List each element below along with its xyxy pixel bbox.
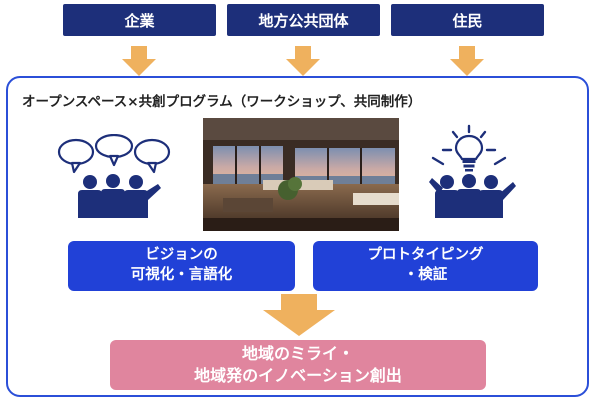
big-arrow-down-icon bbox=[263, 294, 335, 336]
arrow-down-icon bbox=[286, 46, 320, 76]
output-vision-line2: 可視化・言語化 bbox=[130, 267, 233, 283]
result-line2: 地域発のイノベーション創出 bbox=[194, 366, 402, 385]
result-line1: 地域のミライ・ bbox=[241, 344, 354, 364]
output-vision-line1: ビジョンの bbox=[145, 247, 218, 264]
stakeholder-local-government: 地方公共団体 bbox=[227, 4, 380, 36]
output-prototyping-box: プロトタイピング ・検証 bbox=[313, 241, 538, 291]
output-prototyping-line1: プロトタイピング bbox=[367, 247, 484, 264]
stakeholder-company: 企業 bbox=[63, 4, 216, 36]
open-space-photo bbox=[203, 118, 399, 231]
arrow-down-icon bbox=[450, 46, 484, 76]
people-with-speech-bubbles-icon bbox=[57, 134, 171, 218]
output-vision-box: ビジョンの 可視化・言語化 bbox=[68, 241, 295, 291]
output-prototyping-line2: ・検証 bbox=[403, 267, 448, 283]
result-box: 地域のミライ・ 地域発のイノベーション創出 bbox=[110, 340, 486, 390]
stakeholder-residents: 住民 bbox=[391, 4, 544, 36]
people-with-lightbulb-icon bbox=[429, 124, 516, 218]
arrow-down-icon bbox=[122, 46, 156, 76]
program-title: オープンスペース×共創プログラム（ワークショップ、共同制作） bbox=[22, 94, 422, 110]
